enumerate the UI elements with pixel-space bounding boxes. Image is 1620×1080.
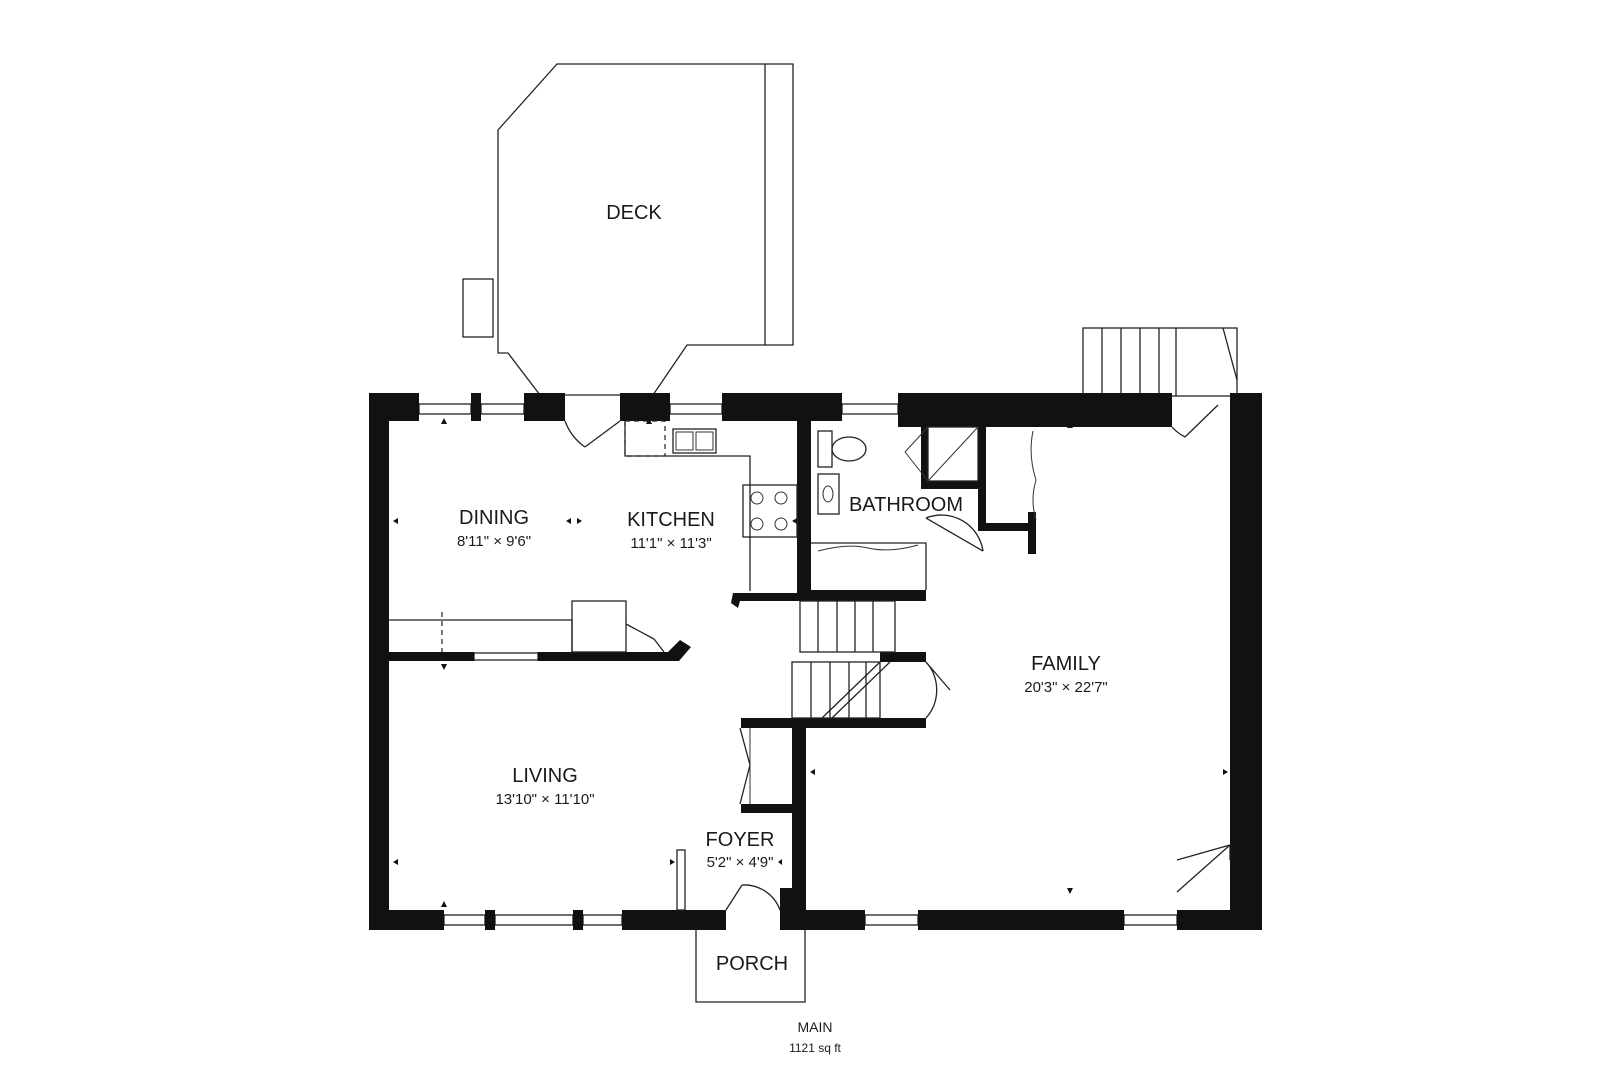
door-swing xyxy=(925,661,938,719)
vanity-icon xyxy=(817,473,840,515)
room-labels: DECK DINING 8'11" × 9'6" KITCHEN 11'1" ×… xyxy=(457,202,1108,975)
exterior-stair xyxy=(1082,327,1238,397)
kitchen-label: KITCHEN xyxy=(627,509,715,531)
deck-step xyxy=(462,278,494,338)
window xyxy=(480,403,525,415)
kitchen-fixtures xyxy=(389,420,798,661)
foyer-dimensions: 5'2" × 4'9" xyxy=(707,854,774,871)
window xyxy=(418,403,472,415)
interior-walls xyxy=(389,421,1036,930)
kitchen-dimensions: 11'1" × 11'3" xyxy=(630,535,711,552)
living-dimensions: 13'10" × 11'10" xyxy=(495,791,594,808)
doors xyxy=(564,404,1231,911)
measure-marks xyxy=(393,418,1228,907)
deck-label: DECK xyxy=(606,202,662,224)
deck-outline xyxy=(462,63,794,396)
pass-through xyxy=(473,652,539,661)
family-dimensions: 20'3" × 22'7" xyxy=(1024,679,1108,696)
window xyxy=(669,403,723,415)
floor-area: 1121 sq ft xyxy=(789,1041,841,1055)
dining-dimensions: 8'11" × 9'6" xyxy=(457,533,531,550)
floor-summary: MAIN 1121 sq ft xyxy=(789,1019,841,1055)
shower-icon xyxy=(927,426,979,482)
dining-label: DINING xyxy=(459,507,529,529)
door-swing xyxy=(564,420,586,448)
foyer-label: FOYER xyxy=(706,829,775,851)
bathroom-fixtures xyxy=(811,426,1037,590)
floor-title: MAIN xyxy=(798,1019,833,1035)
porch-outline xyxy=(676,849,806,1003)
toilet-icon xyxy=(817,430,833,468)
stove-icon xyxy=(742,484,798,538)
interior-stairs xyxy=(739,600,896,805)
porch-label: PORCH xyxy=(716,953,788,975)
family-label: FAMILY xyxy=(1031,653,1101,675)
windows xyxy=(418,403,1178,926)
sink-icon xyxy=(672,428,717,454)
window xyxy=(1123,914,1178,926)
bathroom-label: BATHROOM xyxy=(849,494,963,516)
living-label: LIVING xyxy=(512,765,578,787)
window xyxy=(582,914,623,926)
window xyxy=(494,914,574,926)
window xyxy=(443,914,486,926)
exterior-walls xyxy=(369,393,1262,930)
window xyxy=(864,914,919,926)
door-swing xyxy=(1171,426,1186,438)
window xyxy=(841,403,899,415)
door-swing xyxy=(741,884,781,911)
